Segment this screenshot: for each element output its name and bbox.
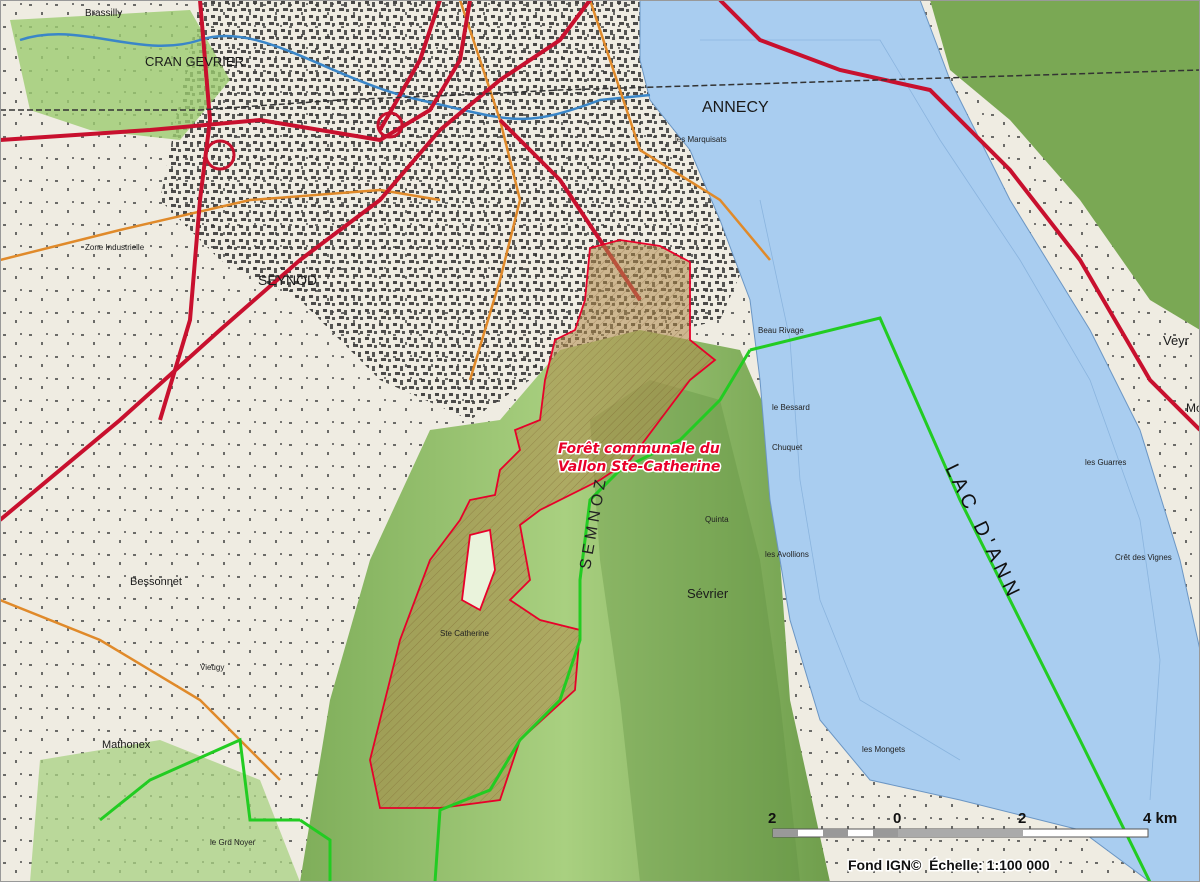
ridge-shadow xyxy=(590,380,800,882)
label-cran-gevrier: CRAN GEVRIER xyxy=(145,54,244,69)
map-credit: Fond IGN© Échelle: 1:100 000 xyxy=(848,857,1050,873)
label-chuquet: Chuquet xyxy=(772,443,803,452)
commune-boundary xyxy=(99,316,1152,882)
forest-label-line1: Forêt communale du xyxy=(558,441,720,457)
forest-label-line2: Vallon Ste-Catherine xyxy=(558,459,720,475)
lake-annecy xyxy=(639,0,1200,882)
label-quintal: Quinta xyxy=(705,515,729,524)
label-ste-catherine: Ste Catherine xyxy=(440,629,489,638)
label-mo: Mo xyxy=(1186,401,1200,415)
label-marquisats: les Marquisats xyxy=(675,135,727,144)
scale-label-0: 0 xyxy=(893,810,901,827)
scale-label-minus-2: 2 xyxy=(768,810,776,827)
label-mathonex: Mathonex xyxy=(102,739,151,751)
label-sevrier: Sévrier xyxy=(687,586,729,601)
scale-label-4km: 4 km xyxy=(1143,810,1177,827)
lake-depth-contour xyxy=(700,39,1161,801)
railway xyxy=(0,69,1200,111)
river-thiou xyxy=(19,32,651,121)
label-zone-industrielle: Zone Industrielle xyxy=(85,243,145,252)
label-bessonnet: Bessonnet xyxy=(130,576,182,588)
label-cret-des-vignes: Crêt des Vignes xyxy=(1115,553,1172,562)
label-annecy: ANNECY xyxy=(702,99,769,116)
scale-label-2: 2 xyxy=(1018,810,1026,827)
woodland-east-mountain xyxy=(930,0,1200,330)
forest-enclave xyxy=(461,528,496,612)
scale-bar: 2 0 2 4 km xyxy=(768,810,1177,838)
label-le-bessard: le Bessard xyxy=(772,403,810,412)
woodland-northwest xyxy=(10,10,230,140)
label-guarres: les Guarres xyxy=(1085,458,1126,467)
label-vieugy: Vieugy xyxy=(200,663,224,672)
label-bressilly: Brassilly xyxy=(85,8,122,19)
label-veyrier: Veyr xyxy=(1163,333,1190,348)
label-beau-rivage: Beau Rivage xyxy=(758,326,804,335)
label-avollions: les Avollions xyxy=(765,550,809,559)
label-seynod: SEYNOD xyxy=(258,272,317,288)
highway-interchange xyxy=(204,111,404,171)
woodland-southwest xyxy=(30,740,300,882)
label-grand-noyer: le Grd Noyer xyxy=(210,838,256,847)
label-mongets: les Mongets xyxy=(862,745,905,754)
forest-hatch xyxy=(370,240,715,808)
